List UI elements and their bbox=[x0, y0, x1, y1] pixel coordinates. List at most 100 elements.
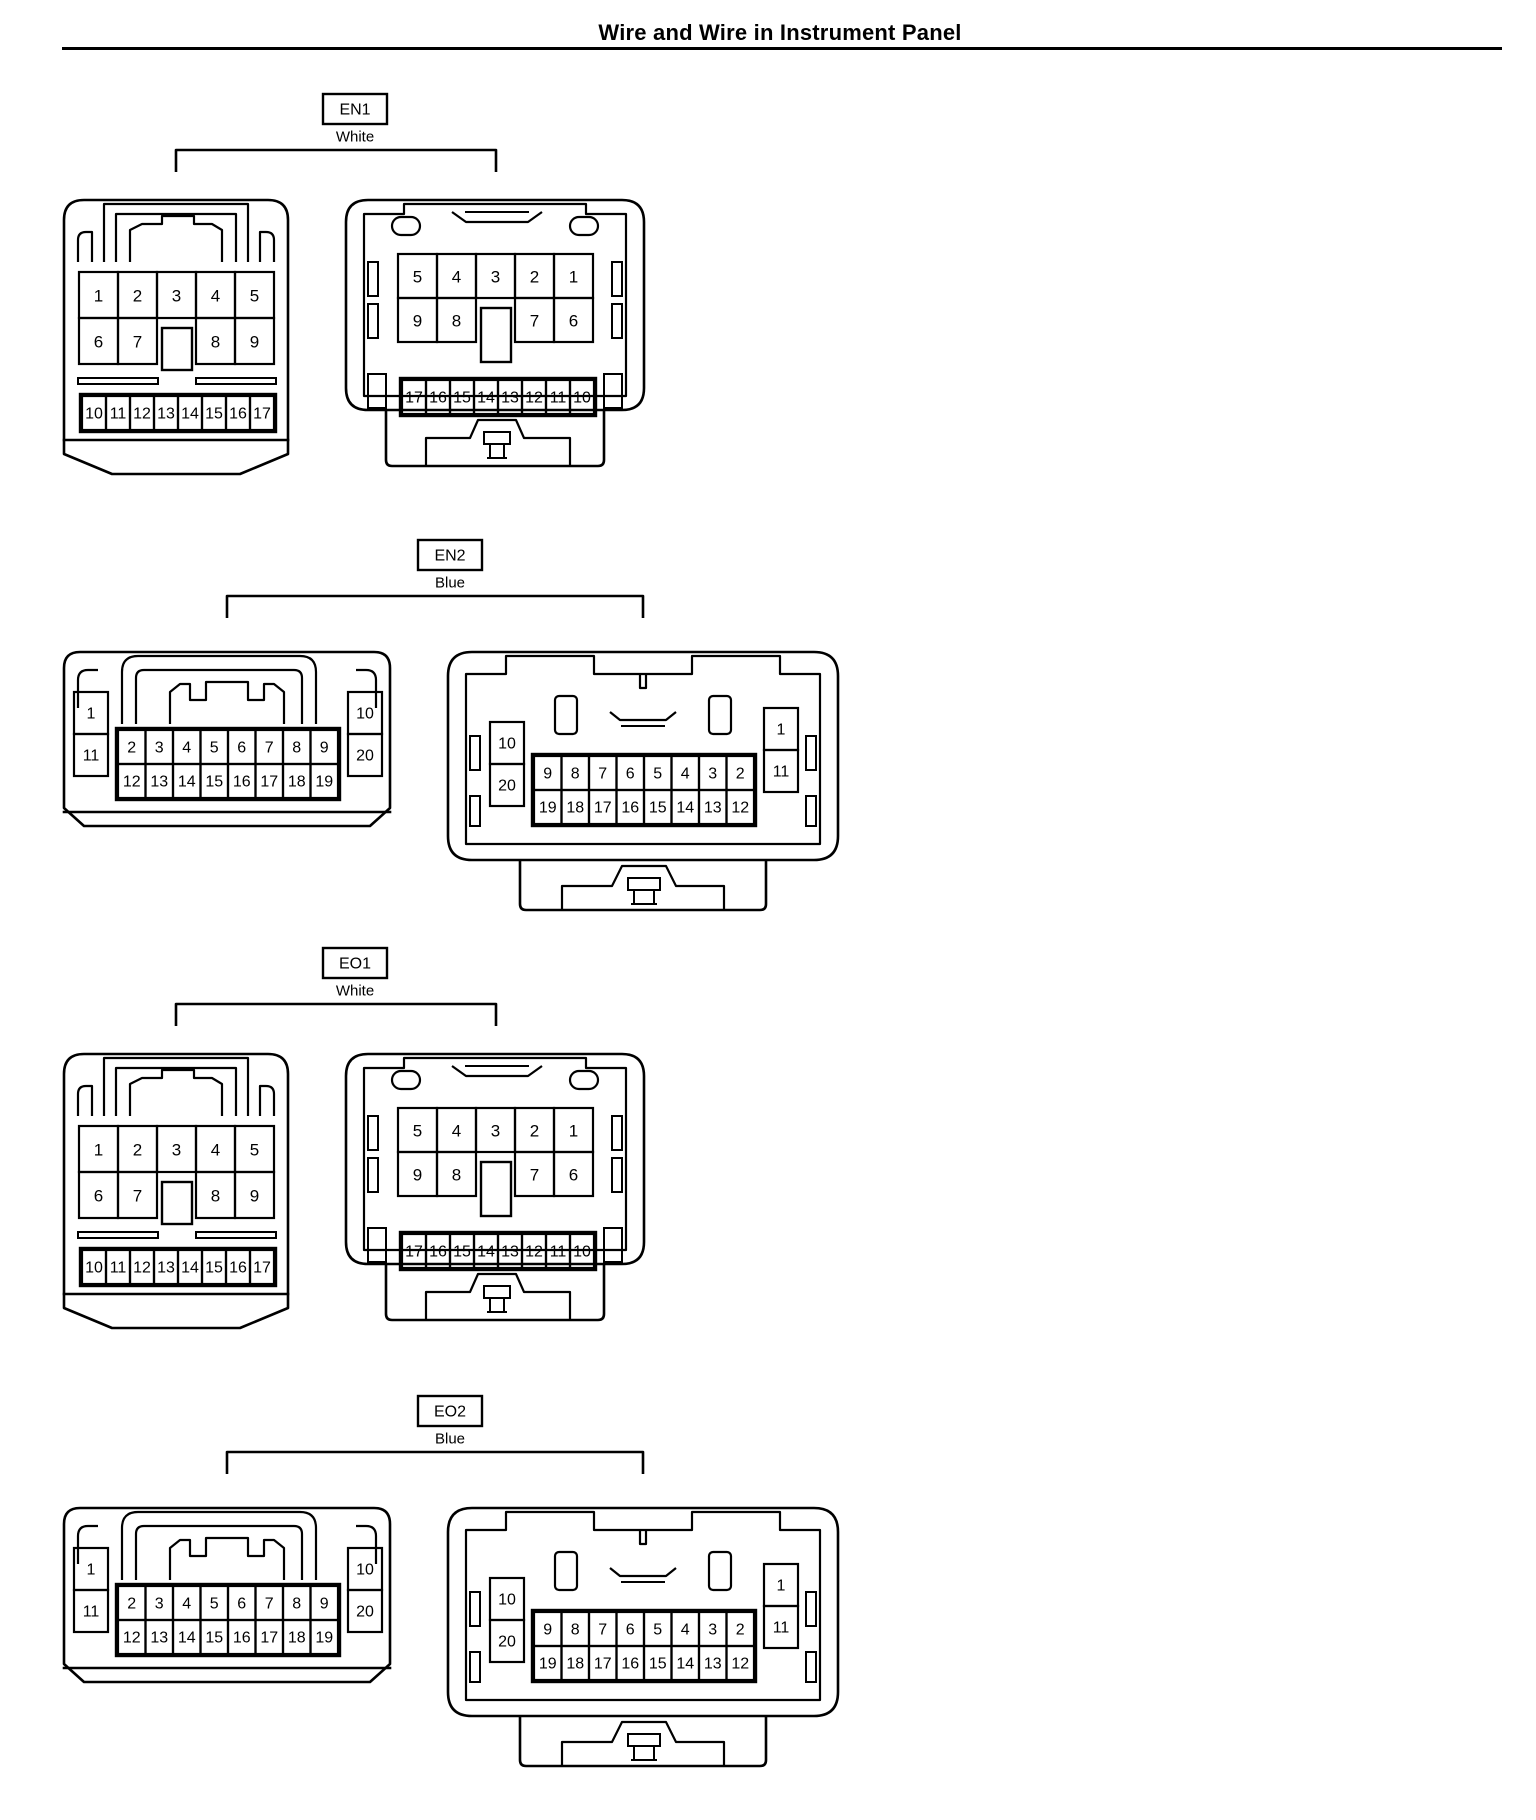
pin-cell: 6 bbox=[77, 1170, 120, 1220]
pin-label: 14 bbox=[178, 1630, 196, 1647]
pin-block-frame bbox=[530, 1608, 758, 1684]
pin-label: 20 bbox=[356, 748, 374, 765]
pin-label: 15 bbox=[205, 1260, 223, 1277]
pin-cell: 15 bbox=[200, 394, 228, 432]
inner-frame bbox=[362, 202, 628, 398]
pin-box bbox=[346, 1588, 384, 1634]
pin-label: 10 bbox=[573, 1244, 591, 1261]
key-slot bbox=[160, 1180, 194, 1226]
pin-box bbox=[488, 1618, 526, 1664]
pin-cell: 18 bbox=[560, 788, 591, 826]
pin-label: 13 bbox=[501, 390, 519, 407]
pin-row-frame bbox=[398, 1230, 598, 1272]
pin-label: 6 bbox=[237, 740, 246, 757]
pin-cell: 4 bbox=[194, 270, 237, 320]
pin-cell: 16 bbox=[226, 762, 257, 800]
pin-label: 2 bbox=[530, 268, 539, 287]
pin-label: 9 bbox=[543, 766, 552, 783]
pin-cell: 20 bbox=[488, 1618, 526, 1664]
side-rib bbox=[805, 795, 817, 827]
pin-cell: 6 bbox=[552, 296, 595, 344]
pin-cell: 2 bbox=[725, 754, 756, 792]
pin-cell: 12 bbox=[725, 1644, 756, 1682]
pin-label: 15 bbox=[649, 800, 667, 817]
latch-tongue bbox=[424, 1272, 572, 1320]
pin-cell: 2 bbox=[513, 1106, 556, 1154]
pin-cell: 12 bbox=[128, 1248, 156, 1286]
pin-label: 5 bbox=[413, 268, 422, 287]
guide-post bbox=[707, 1550, 733, 1592]
pin-block-frame bbox=[530, 752, 758, 828]
pin-label: 12 bbox=[731, 1656, 749, 1673]
pin-label: 12 bbox=[133, 1260, 151, 1277]
pin-label: 1 bbox=[569, 268, 578, 287]
pin-cell: 20 bbox=[346, 1588, 384, 1634]
pin-label: 2 bbox=[530, 1122, 539, 1141]
pin-cell: 3 bbox=[474, 252, 517, 300]
pin-label: 19 bbox=[315, 1630, 333, 1647]
pin-label: 2 bbox=[736, 766, 745, 783]
pin-label: 13 bbox=[157, 1260, 175, 1277]
pin-label: 2 bbox=[127, 740, 136, 757]
pin-cell: 16 bbox=[615, 1644, 646, 1682]
pin-label: 12 bbox=[123, 1630, 141, 1647]
pin-box bbox=[725, 788, 756, 826]
pin-cell: 4 bbox=[435, 252, 478, 300]
pin-label: 3 bbox=[155, 740, 164, 757]
pin-cell: 6 bbox=[226, 728, 257, 766]
pin-label: 15 bbox=[453, 1244, 471, 1261]
pin-cell: 4 bbox=[435, 1106, 478, 1154]
pin-cell: 8 bbox=[194, 316, 237, 366]
pin-cell: 6 bbox=[226, 1584, 257, 1622]
connector-color: Blue bbox=[435, 1431, 465, 1448]
pin-label: 14 bbox=[178, 774, 196, 791]
pin-label: 4 bbox=[182, 1596, 191, 1613]
pin-label: 17 bbox=[260, 1630, 278, 1647]
pin-cell: 7 bbox=[513, 1150, 556, 1198]
pin-label: 11 bbox=[83, 748, 100, 765]
pin-box bbox=[568, 1232, 596, 1270]
pin-cell: 9 bbox=[396, 296, 439, 344]
connector-bracket bbox=[225, 1450, 645, 1474]
pin-label: 16 bbox=[621, 1656, 639, 1673]
pin-cell: 2 bbox=[513, 252, 556, 300]
pin-cell: 4 bbox=[194, 1124, 237, 1174]
housing-outline bbox=[62, 198, 290, 476]
pin-label: 17 bbox=[594, 1656, 612, 1673]
pin-label: 5 bbox=[210, 740, 219, 757]
pin-cell: 9 bbox=[233, 316, 276, 366]
pin-label: 10 bbox=[498, 736, 516, 753]
pin-label: 19 bbox=[315, 774, 333, 791]
pin-label: 7 bbox=[530, 312, 539, 331]
connector-code: EN2 bbox=[434, 548, 465, 565]
pin-label: 2 bbox=[127, 1596, 136, 1613]
pin-label: 20 bbox=[498, 1634, 516, 1651]
pin-label: 10 bbox=[85, 1260, 103, 1277]
pin-cell: 14 bbox=[176, 1248, 204, 1286]
pin-label: 17 bbox=[253, 1260, 271, 1277]
pin-label: 13 bbox=[150, 774, 168, 791]
pin-label: 9 bbox=[250, 1187, 259, 1206]
outline-path bbox=[258, 1084, 276, 1116]
pin-label: 7 bbox=[265, 1596, 274, 1613]
pin-label: 14 bbox=[477, 1244, 495, 1261]
pin-label: 9 bbox=[543, 1622, 552, 1639]
pin-label: 12 bbox=[525, 1244, 543, 1261]
pin-label: 15 bbox=[205, 774, 223, 791]
pin-cell: 13 bbox=[697, 1644, 728, 1682]
pin-cell: 6 bbox=[552, 1150, 595, 1198]
pin-cell: 3 bbox=[697, 754, 728, 792]
pin-label: 7 bbox=[133, 1187, 142, 1206]
corner-tab bbox=[603, 1227, 623, 1263]
side-rib bbox=[611, 1157, 623, 1193]
pin-cell: 2 bbox=[116, 728, 147, 766]
pin-box bbox=[568, 378, 596, 416]
pin-label: 9 bbox=[320, 1596, 329, 1613]
pin-label: 14 bbox=[181, 406, 199, 423]
pin-cell: 13 bbox=[697, 788, 728, 826]
